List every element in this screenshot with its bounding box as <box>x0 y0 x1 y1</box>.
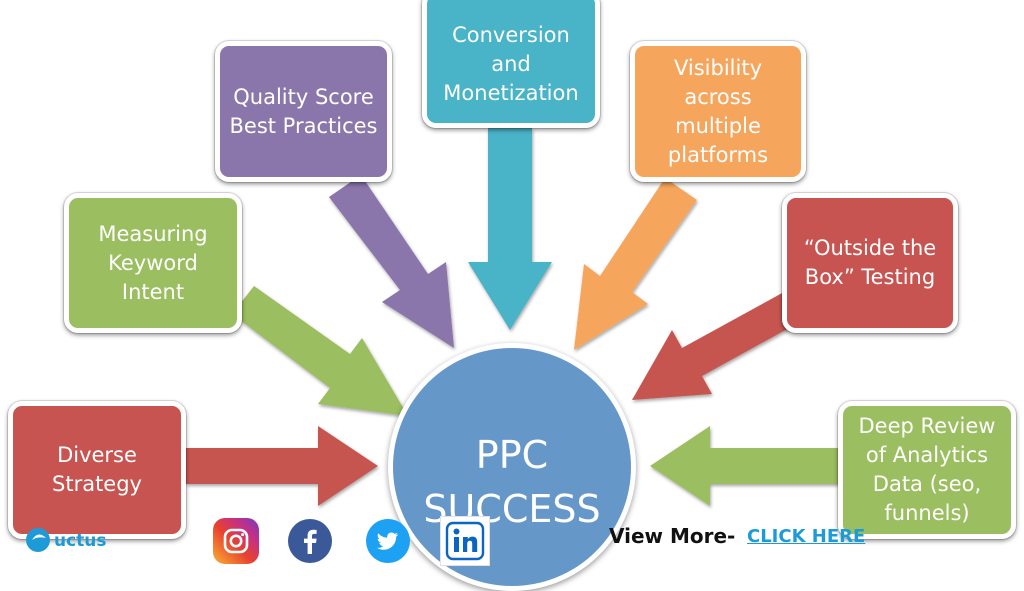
footer-bar <box>0 513 1024 576</box>
svg-text:uctus: uctus <box>54 531 107 551</box>
arrow-quality-score <box>329 175 454 348</box>
node-visibility: Visibility across multiple platforms <box>630 41 806 182</box>
node-diverse-strategy: Diverse Strategy <box>8 401 186 539</box>
diagram-arrows <box>186 128 842 506</box>
arrow-visibility <box>574 178 697 350</box>
node-label: Measuring Keyword Intent <box>98 221 208 304</box>
twitter-link[interactable] <box>366 519 410 563</box>
ppc-success-hub: PPC SUCCESS <box>388 343 636 591</box>
twitter-icon <box>376 532 399 550</box>
view-more-label: View More- <box>609 524 736 548</box>
instagram-icon <box>223 528 249 554</box>
node-label: Diverse Strategy <box>52 443 142 496</box>
node-label: Visibility across multiple platforms <box>667 55 769 167</box>
linkedin-link[interactable] <box>441 517 489 565</box>
node-label: Quality Score Best Practices <box>229 84 378 138</box>
node-deep-review: Deep Review of Analytics Data (seo, funn… <box>838 401 1016 539</box>
arrow-conversion <box>468 128 552 330</box>
arrow-diverse <box>186 426 378 506</box>
hub-title: PPC SUCCESS <box>423 433 601 531</box>
facebook-link[interactable] <box>288 519 332 563</box>
node-quality-score: Quality Score Best Practices <box>215 41 392 182</box>
node-label: Deep Review of Analytics Data (seo, funn… <box>858 414 996 525</box>
node-outside-box: “Outside the Box” Testing <box>782 193 958 333</box>
node-conversion: Conversion and Monetization <box>422 0 600 128</box>
brand-logo: uctus <box>24 520 124 560</box>
arrow-keyword <box>232 286 408 416</box>
node-keyword-intent: Measuring Keyword Intent <box>64 193 242 333</box>
linkedin-icon <box>445 521 485 561</box>
instagram-link[interactable] <box>213 518 259 564</box>
arrow-outside-box <box>632 292 800 400</box>
arrow-deep-review <box>650 426 842 506</box>
click-here-link[interactable]: CLICK HERE <box>747 526 866 547</box>
node-label: “Outside the Box” Testing <box>803 236 937 289</box>
node-label: Conversion and Monetization <box>443 22 579 105</box>
cuctus-logo-icon: uctus <box>26 528 107 552</box>
facebook-icon <box>304 529 317 554</box>
